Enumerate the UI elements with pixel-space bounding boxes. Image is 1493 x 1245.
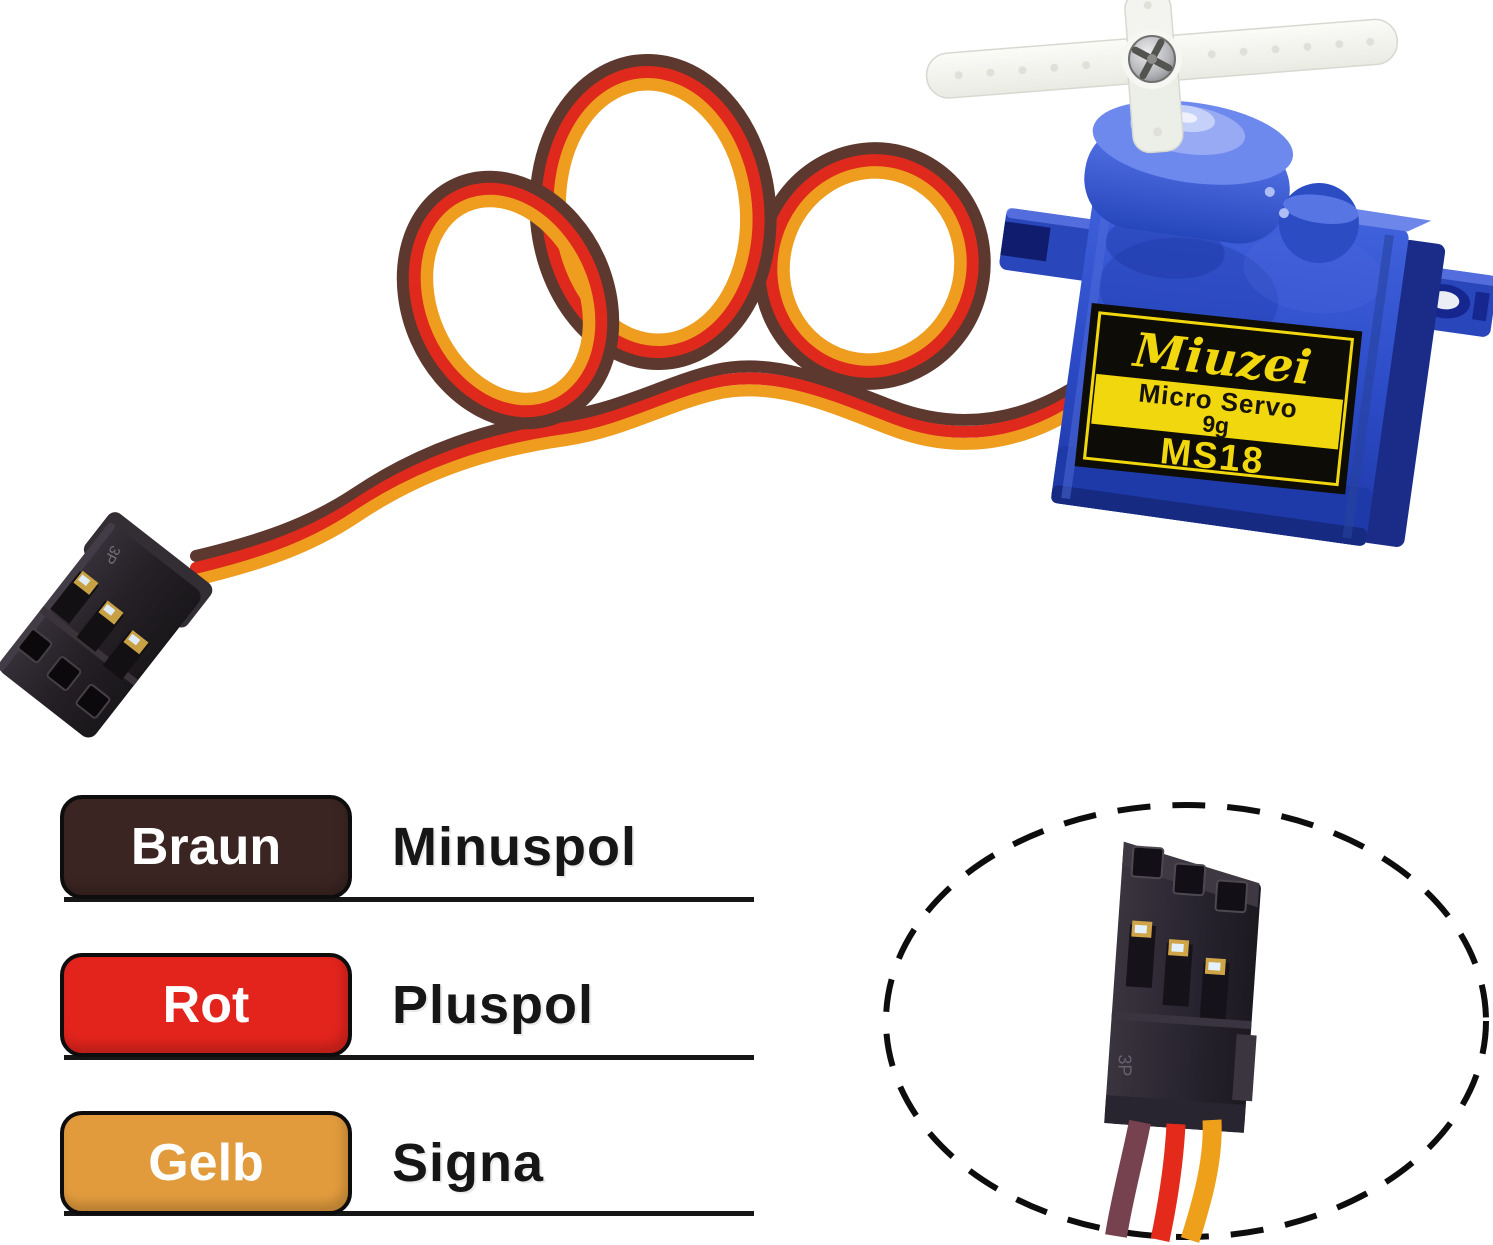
chip-label: Braun (130, 818, 282, 876)
label-weight: 9g (1201, 410, 1230, 439)
horn-screw (1128, 35, 1176, 83)
servo-connector-plug: 3P (0, 512, 213, 738)
wire-orange (190, 384, 1091, 586)
wire-run-to-connector (190, 360, 1091, 586)
connector-marking: 3P (100, 543, 124, 567)
chip-label: Rot (162, 976, 250, 1034)
flange-notch-left (1000, 221, 1051, 262)
wire-red (190, 372, 1091, 574)
color-chip-gelb: Gelb (60, 1111, 352, 1215)
inset-connector: 3P (1104, 841, 1261, 1133)
wire-loop-left (396, 170, 620, 430)
servo-side-face (1360, 239, 1446, 547)
servo-motor: Miuzei Micro Servo 9g MS18 (999, 100, 1493, 547)
inset-connector-marking: 3P (1114, 1054, 1134, 1076)
servo-horn (925, 0, 1399, 154)
inset-wire-brown (1105, 1119, 1151, 1238)
servo-label: Miuzei Micro Servo 9g MS18 (1074, 303, 1363, 495)
inset-wire-red (1150, 1123, 1186, 1242)
meaning-label: Pluspol (392, 975, 595, 1035)
inset-pin-holes (1130, 845, 1249, 914)
inset-contact-windows (1125, 920, 1230, 1026)
legend-divider (64, 1211, 754, 1216)
wire-brown (190, 360, 1091, 562)
meaning-label: Minuspol (392, 817, 637, 877)
inset-wires (1105, 1119, 1222, 1243)
inset-wire-orange (1180, 1119, 1222, 1243)
label-yellow-band (1091, 373, 1344, 450)
wire-ribbon (190, 53, 1091, 586)
meaning-label: Signa (392, 1133, 545, 1193)
legend-divider (64, 1055, 754, 1060)
chip-label: Gelb (148, 1134, 264, 1192)
inset-collar-step (1232, 1034, 1257, 1102)
label-frame (1082, 311, 1355, 487)
gear-head (1084, 100, 1359, 264)
connector-inset: 3P (883, 802, 1489, 1243)
horn-holes (954, 1, 1375, 137)
color-chip-braun: Braun (60, 795, 352, 899)
legend-divider (64, 897, 754, 902)
contact-windows (50, 570, 149, 680)
pin-holes (17, 628, 111, 719)
color-chip-rot: Rot (60, 953, 352, 1057)
